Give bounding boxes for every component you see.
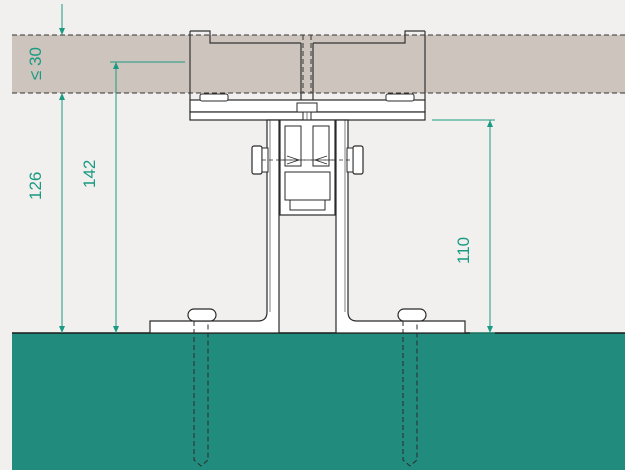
side-brackets	[149, 119, 466, 334]
rail-profile	[279, 119, 336, 216]
anchor-bolt-right	[397, 308, 427, 467]
cross-bolt	[251, 145, 364, 175]
dimension-label-110: 110	[454, 237, 473, 264]
dimension-lines	[59, 4, 495, 334]
dimension-label-max-30: ≤ 30	[26, 47, 45, 80]
anchor-bolt-left	[187, 308, 217, 467]
dimension-label-126: 126	[26, 172, 45, 200]
deck-boards	[12, 30, 625, 100]
ground-slab	[12, 333, 625, 470]
dimension-label-142: 142	[80, 160, 99, 188]
